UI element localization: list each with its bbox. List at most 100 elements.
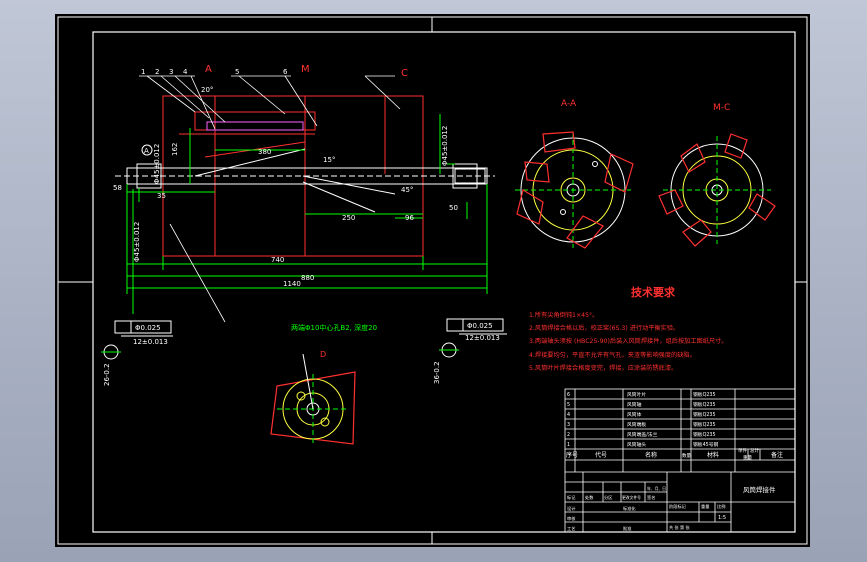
tech-line-3: 3.两端轴头须按 (HBC25-90)后装入风筒焊接件，组后按加工图纸尺寸。 [529,337,727,345]
view-label-a-a: A-A [561,99,577,109]
title-sheet: 共 张 第 张 [669,524,691,531]
bom-header-remark: 备注 [771,451,783,459]
dim-50: 50 [449,204,458,212]
dim-phi45-left: Φ45±0.012 [153,144,161,184]
bom-row-mat: 钢板Q235 [693,391,716,398]
bom-row-mat: 钢板Q235 [693,431,716,438]
title-stage-mark: 阶段标记 [669,503,687,510]
callout-4: 4 [183,68,188,76]
drawing-canvas: 1 2 3 4 5 6 A M C 20° 15° 45° 380 250 96… [55,14,810,547]
callout-5: 5 [235,68,239,76]
dim-880: 880 [301,274,314,282]
dim-35: 35 [157,192,166,200]
bom-row-name: 风筒轴 [627,401,642,408]
bom-row-mat: 钢板Q235 [693,401,716,408]
technical-requirements: 技术要求 1.所有尖角倒钝1×45°。 2.风筒焊接合格以后，校正桨(6S.3)… [529,285,727,372]
dim-angle-45: 45° [401,186,413,194]
bom-row-no: 2 [567,432,570,438]
bom-rows: 6 风筒叶片 钢板Q235 5 风筒轴 钢板Q235 4 风筒体 钢板Q235 … [567,391,718,448]
dim-1140: 1140 [283,280,301,288]
right-shaft-detail: Φ0.025 12±0.013 36-0.2 [433,318,507,384]
bom-header-unit-weight: 单件 [738,447,747,454]
bom-row-name: 风筒端盖/法兰 [627,431,658,438]
bom-row-name: 风筒叶片 [627,391,646,398]
dim-phi45-lower: Φ45±0.012 [133,222,141,262]
datum-marker [141,144,153,156]
bom-header-code: 代号 [595,451,607,459]
tech-line-5: 5.风筒叶片焊接合格度变完，焊接，应涂装防锈底漆。 [529,364,677,372]
title-check: 审核 [567,515,576,522]
title-weight: 重量 [701,503,709,510]
leader-lines [139,75,401,323]
section-label-a: A [205,64,212,75]
title-approve: 批准 [623,525,631,532]
bom-row-no: 4 [567,412,570,418]
bom-header-qty: 数量 [682,452,691,459]
dim-250: 250 [342,214,355,222]
title-process: 工艺 [567,526,575,531]
title-standard: 标准化 [623,505,636,512]
dim-162: 162 [171,143,179,156]
dim-58: 58 [113,184,122,192]
drawing-scale: 1:5 [718,515,726,521]
title-zone: 分区 [604,494,612,501]
vdim-left: 26-0.2 [103,363,111,386]
bom-row-mat: 钢板Q235 [693,421,716,428]
vdim-right: 36-0.2 [433,361,441,384]
centering-marks [58,17,807,544]
title-sign: 签名 [647,494,655,501]
drum-circle-mc [670,143,764,237]
callout-2: 2 [155,68,159,76]
drawing-name: 风筒焊接件 [743,485,776,494]
key-dim-right: 12±0.013 [465,334,500,342]
callout-6: 6 [283,68,288,76]
blades-m-c [658,133,776,247]
title-date: 年、月、日 [647,486,666,491]
cad-drawing: 1 2 3 4 5 6 A M C 20° 15° 45° 380 250 96… [57,16,808,545]
title-design: 设计 [567,505,575,512]
bom-header-weight: 重量 [743,454,752,461]
tech-line-4: 4.焊接要均匀，平直不允许有气孔，夹渣等影响强度的缺陷。 [529,351,696,359]
callout-1: 1 [141,68,145,76]
bom-row-name: 风筒体 [627,411,642,418]
section-label-c: C [401,68,408,79]
callout-3: 3 [169,68,173,76]
bom-row-no: 5 [567,402,570,408]
dim-angle-20: 20° [201,86,213,94]
tol-right: Φ0.025 [467,322,493,330]
bom-row-name: 风筒轴头 [627,441,646,448]
dimension-lines [126,114,488,314]
bom-row-name: 风筒端板 [627,421,646,428]
tol-left: Φ0.025 [135,324,161,332]
bom-header-no: 序号 [566,451,578,459]
title-ratio: 比例 [717,503,725,510]
blades-a-a [516,131,634,249]
title-mark: 标记 [567,494,576,501]
bom-header-material: 材料 [707,451,719,459]
part-callouts: 1 2 3 4 5 6 [141,68,288,76]
bill-of-materials [564,388,796,533]
dimension-texts: 20° 15° 45° 380 250 96 740 880 1140 58 3… [113,86,458,332]
key-dim-left: 12±0.013 [133,338,168,346]
blade-section [194,111,316,131]
left-shaft-detail: Φ0.025 12±0.013 26-0.2 [101,320,173,386]
dim-380: 380 [258,148,271,156]
title-change-no: 更改文件号 [622,495,641,500]
tech-line-2: 2.风筒焊接合格以后，校正桨(6S.3) 进行动平衡实验。 [529,324,679,332]
section-labels: A M C [205,64,408,79]
title-block: 风筒焊接件 1:5 阶段标记 重量 比例 共 张 第 张 设计 审核 工艺 标准… [567,485,776,532]
datum-a-label: A [144,147,149,155]
section-view-m-c: M-C [658,103,776,247]
bom-row-no: 6 [567,392,570,398]
title-count: 处数 [585,494,594,501]
tech-line-1: 1.所有尖角倒钝1×45°。 [529,311,598,319]
view-label-m-c: M-C [713,103,730,113]
bom-header: 序号 代号 名称 数量 材料 单件 总计 重量 备注 [566,447,783,461]
bom-header-name: 名称 [645,451,657,459]
tech-title: 技术要求 [631,285,676,299]
view-label-d: D [320,350,326,359]
center-hole-note: 两端Φ10中心孔B2, 深度20 [291,323,377,332]
bom-header-total-weight: 总计 [750,447,759,454]
bom-row-no: 3 [567,422,570,428]
section-view-a-a: A-A [515,99,634,249]
